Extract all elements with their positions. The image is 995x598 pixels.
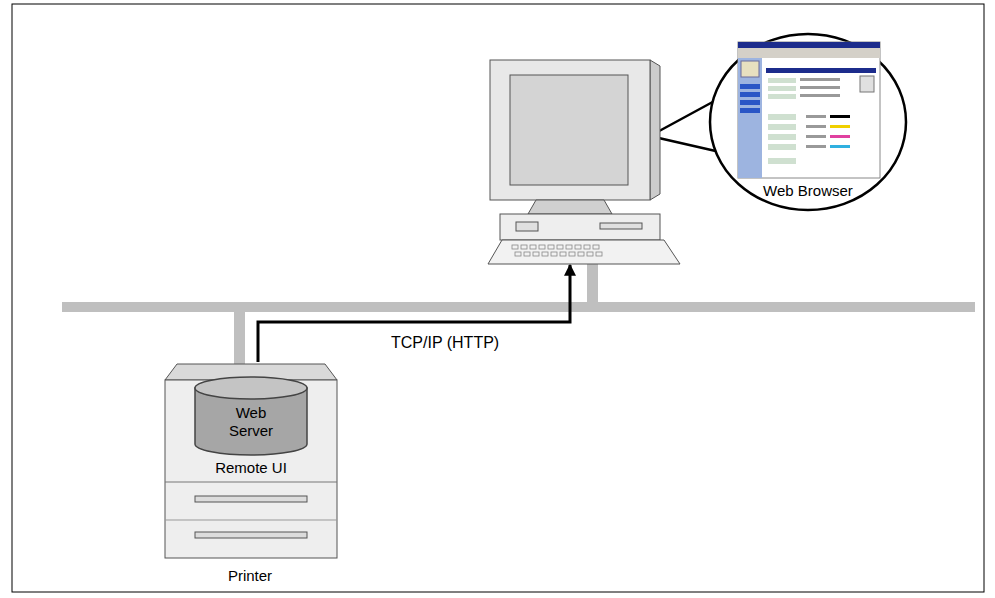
- node-label: Web Server: [215, 404, 287, 440]
- tcp-connection-arrow: [258, 265, 570, 362]
- protocol-label: TCP/IP (HTTP): [388, 334, 502, 352]
- computer-outline: [488, 28, 913, 264]
- network-bus: [62, 302, 975, 312]
- server-cylinder: Web Server: [193, 376, 309, 456]
- node-label: Remote UI: [171, 459, 331, 477]
- printer-device: Remote UIPrinterWeb Server: [165, 362, 337, 558]
- node-label: Web Browser: [750, 182, 866, 200]
- computer-drop-line: [587, 262, 598, 304]
- device-caption: Printer: [195, 567, 305, 585]
- frame-border: [12, 4, 984, 592]
- printer-drop-line: [234, 310, 245, 364]
- computer-device: Web Browser: [488, 28, 913, 264]
